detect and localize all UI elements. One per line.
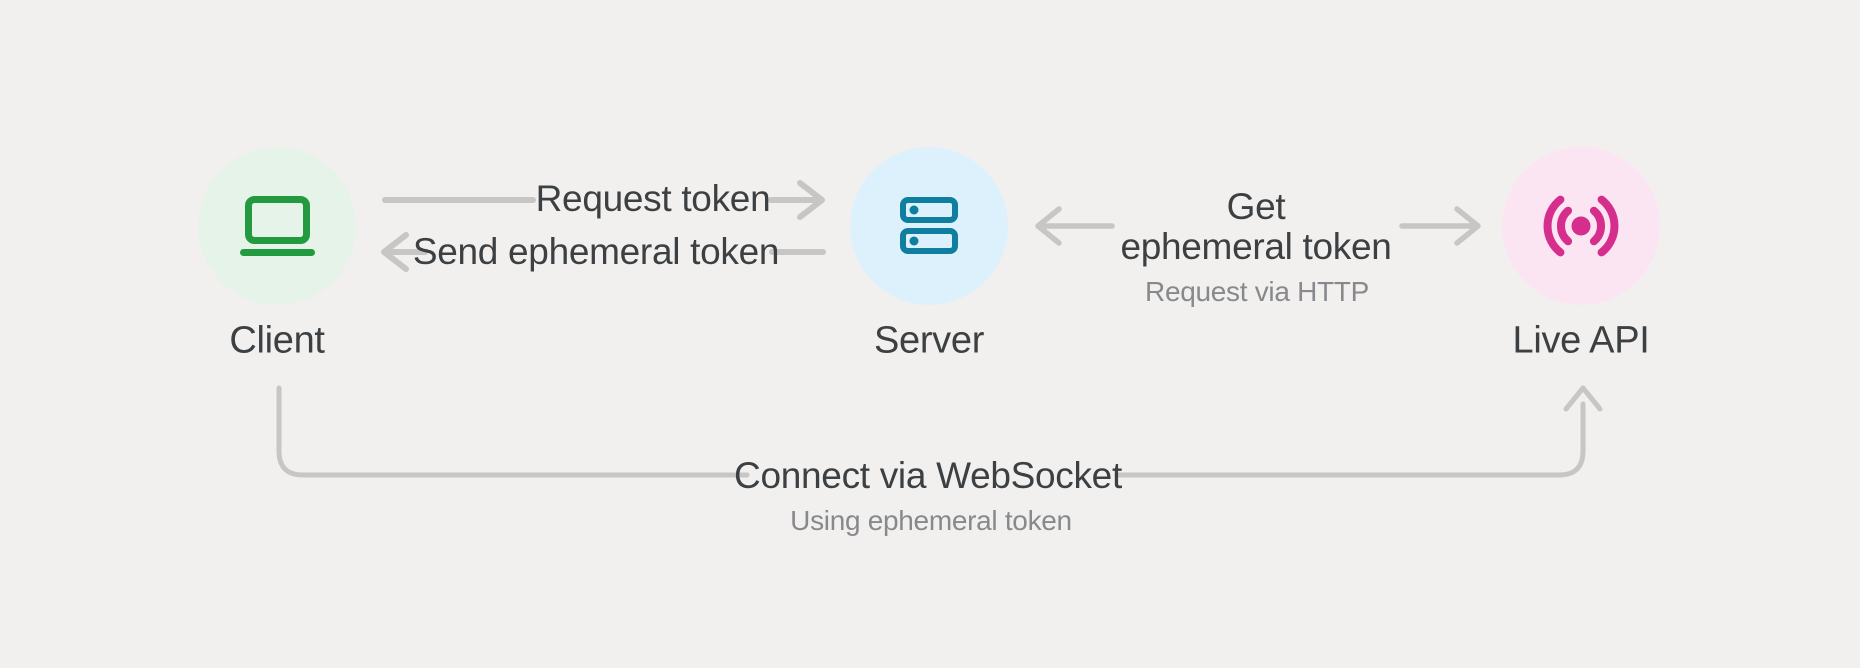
request-via-http-sublabel: Request via HTTP <box>1145 276 1369 307</box>
client-circle <box>198 147 356 305</box>
server-label: Server <box>873 319 985 362</box>
laptop-icon <box>239 196 315 256</box>
request-token-arrow <box>768 180 825 220</box>
websocket-connector-left-path <box>276 385 750 478</box>
get-ephemeral-token-label-line1: Get <box>1226 186 1286 227</box>
send-ephemeral-token-label: Send ephemeral token <box>412 231 780 272</box>
request-token-label: Request token <box>535 178 771 219</box>
using-ephemeral-token-sublabel: Using ephemeral token <box>790 505 1072 536</box>
get-ephemeral-token-label-line2: ephemeral token <box>1120 226 1392 267</box>
server-circle <box>850 147 1008 305</box>
live-api-circle <box>1502 147 1660 305</box>
get-ephemeral-token-arrow-toward-server <box>1035 206 1115 246</box>
websocket-connector-right-path <box>1114 385 1603 478</box>
server-rack-icon <box>900 197 958 254</box>
live-broadcast-icon <box>1543 195 1619 257</box>
send-ephemeral-token-arrow <box>381 232 428 272</box>
connect-websocket-label: Connect via WebSocket <box>734 455 1122 496</box>
get-ephemeral-token-label: Get ephemeral token <box>1120 187 1391 267</box>
live-api-label: Live API <box>1512 319 1650 362</box>
client-label: Client <box>229 319 325 362</box>
get-ephemeral-token-arrow-toward-live-api <box>1399 206 1481 246</box>
